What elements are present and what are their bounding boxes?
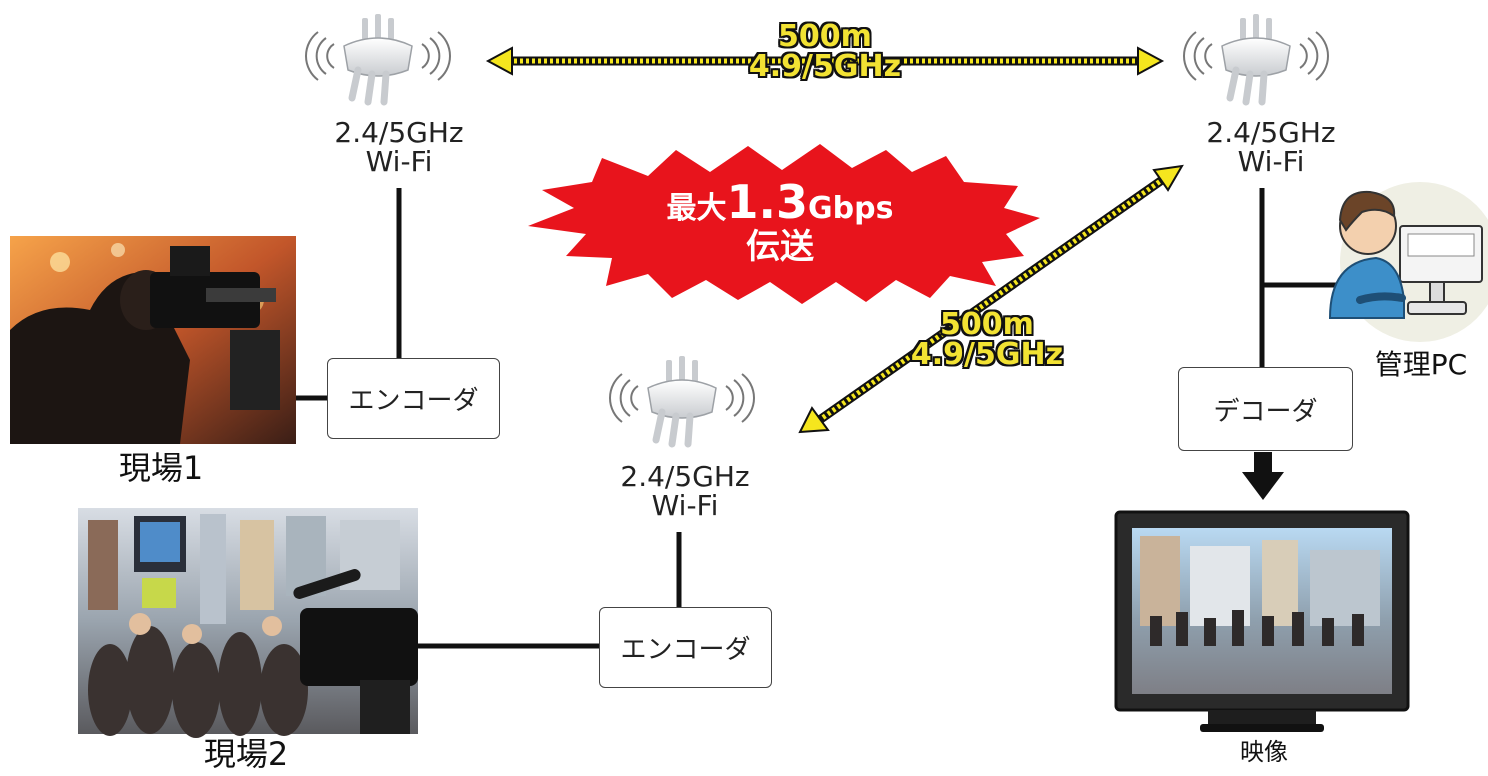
display-label: 映像 (1240, 738, 1288, 766)
admin-pc-label: 管理PC (1374, 348, 1468, 381)
burst-label: 最大1.3Gbps 伝送 (560, 178, 1000, 266)
ap3-band: 2.4/5GHz (620, 460, 750, 493)
diagonal-link-distance: 500m (940, 307, 1034, 342)
encoder-2-box: エンコーダ (599, 607, 772, 688)
encoder-1-label: エンコーダ (348, 386, 479, 416)
ap1-band: 2.4/5GHz (334, 116, 464, 149)
encoder-2-label: エンコーダ (620, 635, 751, 665)
access-point-2-label: 2.4/5GHz Wi-Fi (1151, 118, 1391, 177)
diagonal-link-band: 4.9/5GHz (910, 337, 1064, 372)
site2-photo (78, 508, 418, 738)
site1-label: 現場1 (118, 449, 204, 487)
burst-transfer: 伝送 (746, 227, 814, 268)
decoder-to-display-arrow (1242, 452, 1284, 500)
site2-label: 現場2 (203, 735, 289, 773)
admin-pc-illustration (1328, 182, 1488, 342)
access-point-3-icon (610, 356, 754, 444)
burst-prefix: 最大 (666, 191, 727, 226)
ap3-wifi: Wi-Fi (651, 489, 719, 523)
burst-value: 1.3 (726, 175, 809, 229)
access-point-3-label: 2.4/5GHz Wi-Fi (565, 462, 805, 521)
decoder-label: デコーダ (1213, 396, 1318, 427)
burst-unit: Gbps (808, 191, 894, 226)
encoder-1-box: エンコーダ (327, 358, 500, 439)
top-link-distance: 500m (778, 19, 872, 54)
wireless-link-diagonal (798, 164, 1184, 434)
site1-photo (10, 236, 296, 444)
top-link-band: 4.9/5GHz (748, 49, 902, 84)
ap1-wifi: Wi-Fi (365, 145, 433, 179)
wireless-link-top (485, 46, 1165, 76)
decoder-box: デコーダ (1178, 367, 1353, 451)
top-link-label: 500m 4.9/5GHz (700, 22, 950, 82)
access-point-2-icon (1184, 14, 1328, 102)
ap2-band: 2.4/5GHz (1206, 116, 1336, 149)
max-speed-burst (528, 144, 1040, 304)
access-point-1-icon (306, 14, 450, 102)
diagonal-link-label: 500m 4.9/5GHz (862, 310, 1112, 370)
ap2-wifi: Wi-Fi (1237, 145, 1305, 179)
display-tv (1114, 510, 1410, 732)
access-point-1-label: 2.4/5GHz Wi-Fi (279, 118, 519, 177)
